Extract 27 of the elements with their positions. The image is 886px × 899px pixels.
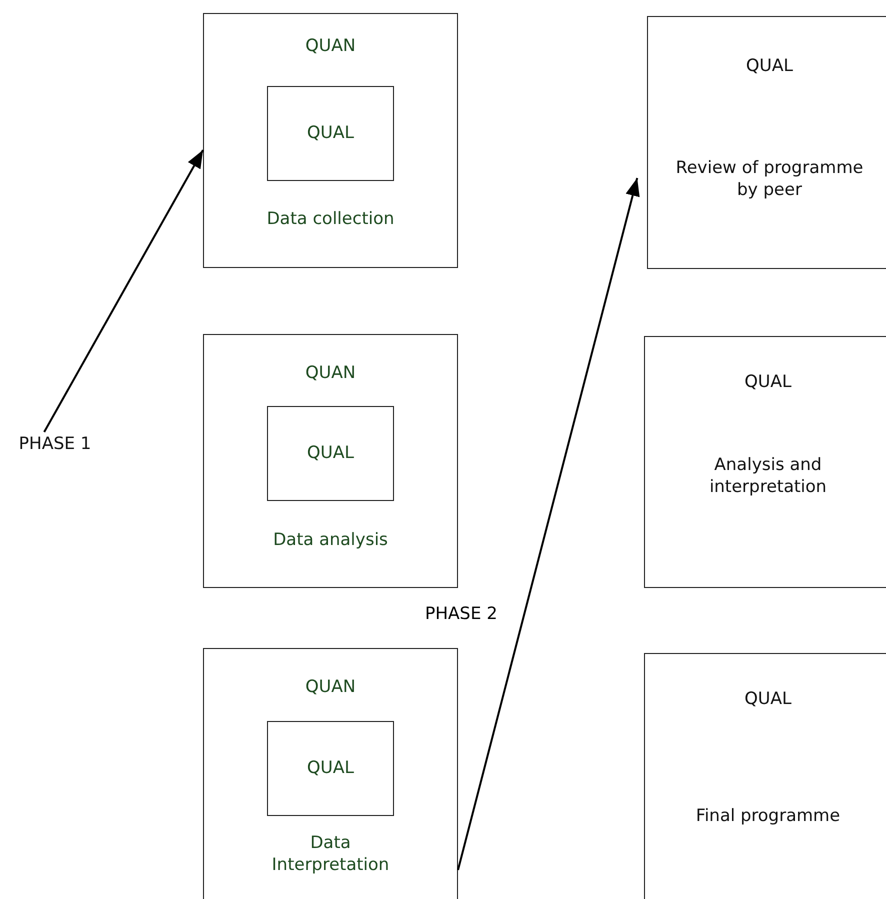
step-label: Review of programme by peer	[674, 157, 864, 201]
method-label: QUAL	[307, 442, 354, 464]
process-box	[203, 13, 458, 268]
process-box	[644, 336, 886, 588]
arrow	[43, 150, 204, 432]
method-label: QUAN	[305, 676, 356, 698]
inner-box	[267, 406, 394, 501]
arrow	[457, 178, 640, 870]
method-label: QUAN	[305, 35, 356, 57]
method-label: QUAL	[307, 757, 354, 779]
process-box	[203, 648, 458, 899]
method-label: QUAN	[305, 362, 356, 384]
phase-label: PHASE 1	[18, 433, 92, 455]
method-label: QUAL	[746, 55, 793, 77]
step-label: Data collection	[266, 208, 394, 230]
step-label: Analysis and interpretation	[708, 454, 828, 498]
process-box	[644, 653, 886, 899]
step-label: Data analysis	[273, 529, 388, 551]
method-label: QUAL	[744, 688, 792, 710]
step-label: Final programme	[696, 805, 840, 827]
inner-box	[267, 86, 394, 181]
inner-box	[267, 721, 394, 816]
method-label: QUAL	[307, 122, 354, 144]
method-label: QUAL	[744, 371, 792, 393]
step-label: Data Interpretation	[270, 832, 390, 876]
process-box	[203, 334, 458, 588]
process-box	[647, 16, 886, 269]
